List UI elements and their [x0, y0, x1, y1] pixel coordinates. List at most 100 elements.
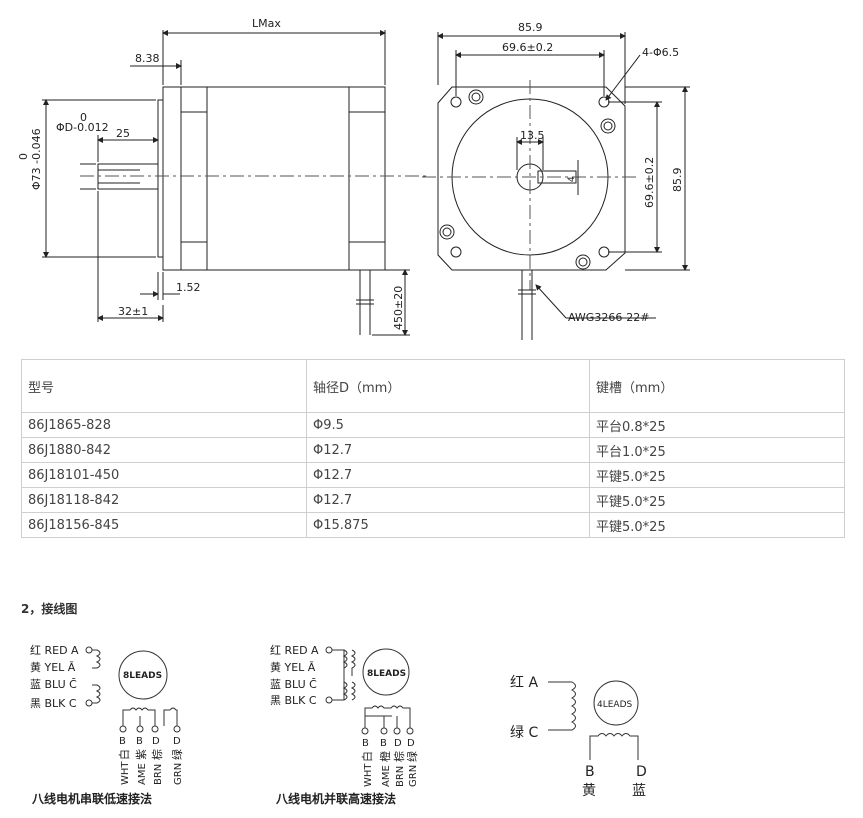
four-lead-wiring: 红 A 绿 C 4LEADS B 黄 D 蓝: [510, 675, 647, 799]
width-label: 85.9: [518, 21, 543, 34]
series-lead-cbar: 蓝 BLU C̄: [30, 678, 77, 691]
cell-shaft: Φ9.5: [306, 412, 590, 438]
side-view: [42, 30, 430, 336]
header-model: 型号: [21, 359, 307, 413]
hole-bottom-right: [598, 246, 610, 258]
holes-label: 4-Φ6.5: [642, 46, 679, 59]
side-view-labels: LMax 8.38 0 ΦD-0.012 25 0 Φ73 -0.046 1.5…: [17, 17, 405, 330]
table-row: 86J1880-842 Φ12.7 平台1.0*25: [21, 437, 845, 463]
wire-gauge-label: AWG3266-22#: [568, 311, 650, 324]
table-header-row: 型号 轴径D（mm） 键槽（mm）: [21, 359, 845, 413]
four-lead-c: 绿 C: [510, 725, 538, 741]
front-view-labels: 85.9 69.6±0.2 4-Φ6.5 13.5 4 69.6±0.2 85.…: [502, 21, 684, 324]
dimension-drawing: LMax 8.38 0 ΦD-0.012 25 0 Φ73 -0.046 1.5…: [17, 17, 690, 340]
series-cn-green: 绿: [170, 749, 184, 760]
cell-shaft: Φ12.7: [306, 487, 590, 513]
series-cn-purple: 紫: [135, 749, 148, 760]
parallel-lead-cbar: 蓝 BLU C̄: [270, 678, 317, 691]
parallel-leads-label: 8LEADS: [367, 669, 406, 679]
series-cn-brown: 棕: [150, 749, 164, 760]
cell-model: 86J18118-842: [21, 487, 307, 513]
cell-model: 86J1865-828: [21, 412, 307, 438]
cell-keyway: 平键5.0*25: [589, 512, 845, 538]
dim-32: 32±1: [118, 305, 148, 318]
series-cn-white: 白: [117, 749, 131, 760]
parallel-wiring: 红 RED A 黄 YEL Ā 蓝 BLU C̄ 黑 BLK C 8LEADS …: [270, 644, 419, 806]
series-en-grn: GRN: [173, 763, 184, 785]
parallel-bottom-d2: D: [407, 738, 415, 749]
parallel-bottom-b1: B: [362, 738, 369, 749]
hole-top-left: [450, 96, 462, 108]
four-lead-d: D: [636, 764, 647, 780]
cell-shaft: Φ12.7: [306, 462, 590, 488]
four-motor-circle: [593, 680, 639, 726]
series-lead-c: 黑 BLK C: [30, 697, 77, 710]
parallel-caption: 八线电机并联高速接法: [275, 791, 396, 806]
cell-shaft: Φ15.875: [306, 512, 590, 538]
parallel-cn-brown: 棕: [392, 751, 406, 762]
cell-model: 86J1880-842: [21, 437, 307, 463]
series-lead-a: 红 RED A: [30, 644, 79, 657]
lead-length-label: 450±20: [392, 286, 405, 330]
flange: [157, 99, 164, 258]
parallel-cn-white: 白: [360, 751, 374, 762]
flange-tol-top: 0: [17, 153, 30, 160]
cell-model: 86J18101-450: [21, 462, 307, 488]
section-title: 2，接线图: [21, 602, 78, 616]
four-lead-b: B: [585, 764, 595, 780]
series-lead-abar: 黄 YEL Ā: [30, 660, 76, 674]
spec-table: 型号 轴径D（mm） 键槽（mm） 86J1865-828 Φ9.5 平台0.8…: [21, 359, 845, 538]
hole-pitch-h-label: 69.6±0.2: [502, 41, 553, 54]
parallel-en-wht: WHT: [363, 763, 374, 787]
series-en-ame: AME: [137, 763, 148, 785]
parallel-en-grn: GRN: [408, 765, 419, 787]
height-label: 85.9: [671, 168, 684, 193]
front-view: [422, 32, 690, 340]
series-caption: 八线电机串联低速接法: [31, 791, 152, 806]
dim-25: 25: [116, 127, 130, 140]
series-wiring: 红 RED A 黄 YEL Ā 蓝 BLU C̄ 黑 BLK C 8LEADS …: [30, 644, 184, 806]
dim-8-38: 8.38: [135, 52, 160, 65]
series-bottom-b2: B: [136, 736, 143, 747]
series-leads-label: 8LEADS: [123, 671, 162, 681]
series-en-brn: BRN: [153, 764, 164, 785]
header-keyway: 键槽（mm）: [589, 359, 845, 413]
parallel-en-ame: AME: [381, 765, 392, 787]
cell-keyway: 平键5.0*25: [589, 462, 845, 488]
parallel-cn-green: 绿: [405, 751, 419, 762]
series-bottom-d2: D: [173, 736, 181, 747]
hole-bottom-left: [439, 224, 455, 240]
dim-1-52: 1.52: [176, 281, 201, 294]
shaft-tol-top: 0: [80, 111, 87, 124]
table-row: 86J18101-450 Φ12.7 平键5.0*25: [21, 462, 845, 488]
four-leads-label: 4LEADS: [597, 700, 633, 710]
cell-keyway: 平键5.0*25: [589, 487, 845, 513]
four-lead-b-cn: 黄: [582, 782, 596, 799]
parallel-lead-a: 红 RED A: [270, 644, 319, 657]
four-lead-d-cn: 蓝: [632, 783, 646, 799]
key-width-label: 4: [567, 176, 577, 182]
cell-shaft: Φ12.7: [306, 437, 590, 463]
parallel-bottom-b2: B: [380, 738, 387, 749]
flange-dia-label: Φ73 -0.046: [30, 128, 43, 190]
wiring-diagrams: 红 RED A 黄 YEL Ā 蓝 BLU C̄ 黑 BLK C 8LEADS …: [30, 644, 647, 806]
motor-body: [162, 86, 386, 271]
hole-pitch-v-label: 69.6±0.2: [643, 157, 656, 208]
series-motor-circle: [118, 650, 168, 700]
lmax-label: LMax: [252, 17, 281, 30]
four-lead-a: 红 A: [510, 675, 538, 691]
series-en-wht: WHT: [120, 761, 131, 785]
parallel-en-brn: BRN: [395, 766, 406, 787]
series-bottom-b1: B: [119, 736, 126, 747]
cell-keyway: 平台1.0*25: [589, 437, 845, 463]
header-shaft-diameter: 轴径D（mm）: [306, 359, 590, 413]
parallel-bottom-d1: D: [394, 738, 402, 749]
cell-keyway: 平台0.8*25: [589, 412, 845, 438]
shaft-dia-label: ΦD-0.012: [56, 121, 109, 134]
front-plate: [437, 86, 626, 271]
table-row: 86J18118-842 Φ12.7 平键5.0*25: [21, 487, 845, 513]
table-row: 86J1865-828 Φ9.5 平台0.8*25: [21, 412, 845, 438]
parallel-motor-circle: [362, 648, 410, 696]
series-bottom-d1: D: [152, 736, 160, 747]
parallel-cn-orange: 橙: [378, 751, 392, 762]
